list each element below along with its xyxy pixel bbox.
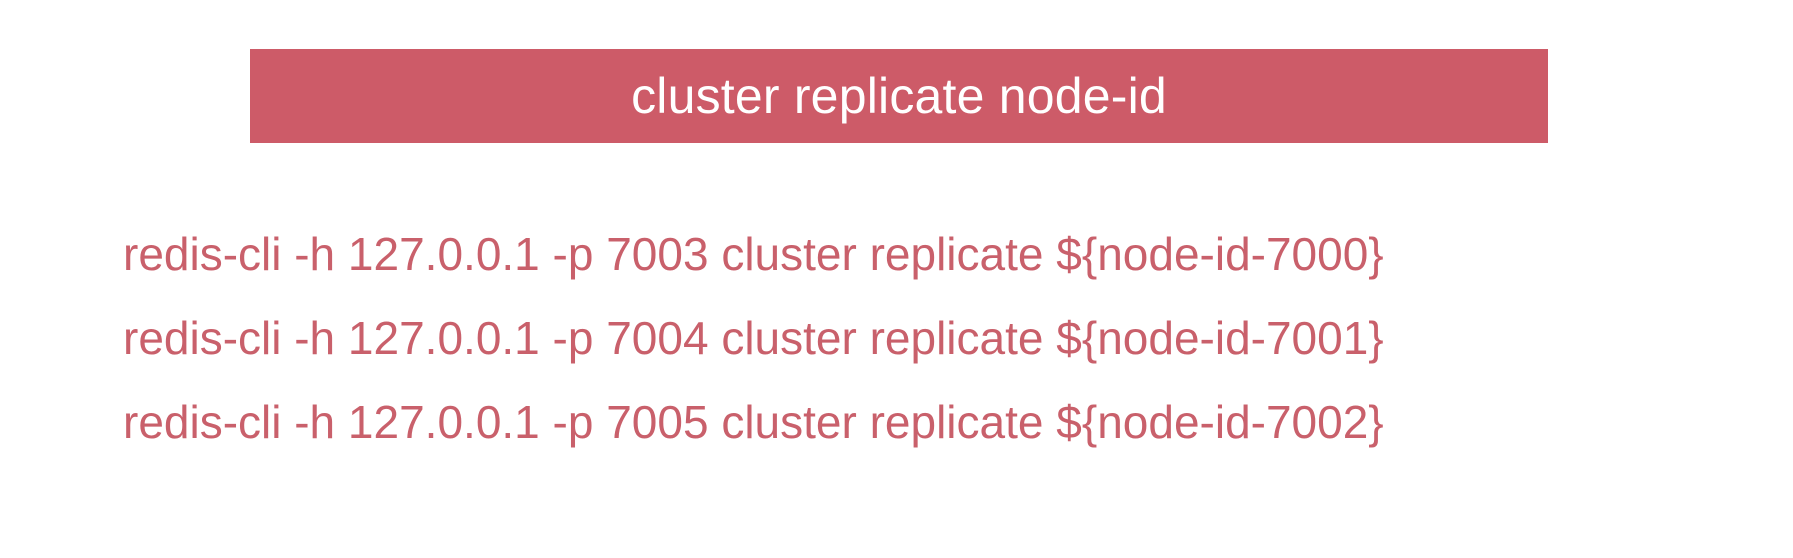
command-line-2: redis-cli -h 127.0.0.1 -p 7004 cluster r… [123, 312, 1384, 364]
command-list: redis-cli -h 127.0.0.1 -p 7003 cluster r… [123, 212, 1683, 464]
command-line-1: redis-cli -h 127.0.0.1 -p 7003 cluster r… [123, 228, 1384, 280]
command-line-3: redis-cli -h 127.0.0.1 -p 7005 cluster r… [123, 396, 1384, 448]
title-banner: cluster replicate node-id [250, 49, 1548, 143]
slide-title: cluster replicate node-id [631, 68, 1167, 124]
